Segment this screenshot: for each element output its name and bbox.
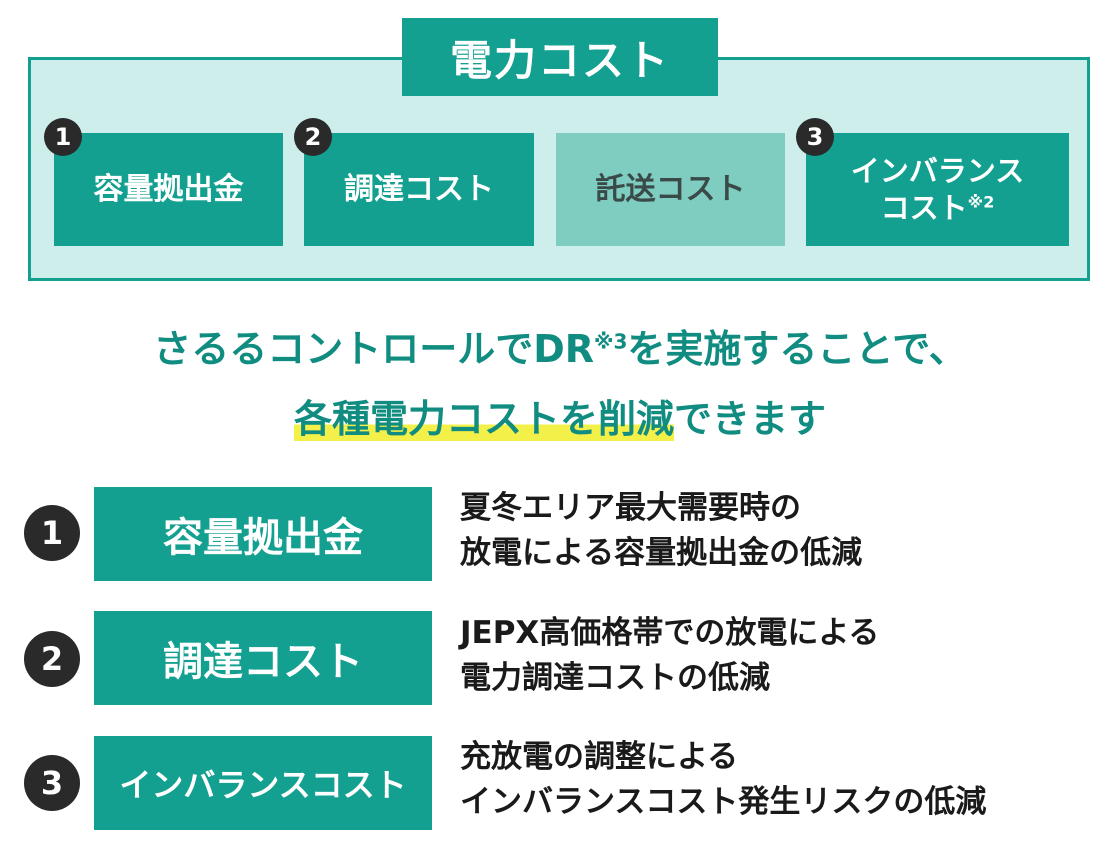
- procurement-cost-label: 調達コスト: [344, 171, 494, 207]
- detail-capacity-contribution-label: 容量拠出金: [163, 515, 363, 561]
- detail-3-desc-line-1: 充放電の調整による: [460, 739, 739, 775]
- power-cost-title: 電力コスト: [402, 18, 718, 96]
- message-line-1: さるるコントロールでDR※3を実施することで、: [0, 318, 1120, 373]
- number-2-badge: 2: [294, 118, 332, 156]
- detail-capacity-contribution-desc: 夏冬エリア最大需要時の 放電による容量拠出金の低減: [460, 486, 1100, 576]
- detail-capacity-contribution-box: 容量拠出金: [94, 487, 432, 581]
- detail-1-desc-line-1: 夏冬エリア最大需要時の: [460, 490, 801, 526]
- detail-2-desc-line-1: JEPX高価格帯での放電による: [460, 615, 880, 651]
- capacity-contribution-label: 容量拠出金: [93, 171, 244, 207]
- detail-imbalance-cost-desc: 充放電の調整による インバランスコスト発生リスクの低減: [460, 735, 1100, 825]
- detail-2-desc-line-2: 電力調達コストの低減: [460, 659, 770, 696]
- detail-procurement-cost-label: 調達コスト: [163, 639, 363, 685]
- detail-1-desc-line-2: 放電による容量拠出金の低減: [460, 534, 863, 571]
- imbalance-cost-label-line2: コスト: [880, 190, 968, 225]
- imbalance-cost-label-line1: インバランス: [850, 154, 1025, 189]
- detail-number-3-badge: 3: [24, 755, 80, 811]
- detail-imbalance-cost-label: インバランスコスト: [119, 766, 407, 804]
- number-3-badge: 3: [796, 118, 834, 156]
- procurement-cost-box: 調達コスト: [304, 133, 534, 246]
- detail-procurement-cost-desc: JEPX高価格帯での放電による 電力調達コストの低減: [460, 611, 1100, 701]
- number-1-badge: 1: [44, 118, 82, 156]
- capacity-contribution-box: 容量拠出金: [54, 133, 283, 246]
- detail-imbalance-cost-box: インバランスコスト: [94, 736, 432, 830]
- imbalance-cost-box: インバランス コスト※2: [806, 133, 1069, 246]
- transmission-cost-box: 託送コスト: [556, 133, 785, 246]
- message-line-1-part-1: さるるコントロールでDR: [153, 327, 595, 371]
- message-highlight: 各種電力コストを削減: [293, 397, 674, 441]
- message-line-2: 各種電力コストを削減できます: [0, 388, 1120, 443]
- message-line-1-part-2: を実施することで、: [627, 327, 967, 371]
- detail-number-1-badge: 1: [24, 505, 80, 561]
- detail-3-desc-line-2: インバランスコスト発生リスクの低減: [460, 783, 987, 820]
- message-note-marker: ※3: [594, 329, 628, 354]
- transmission-cost-label: 託送コスト: [595, 171, 746, 207]
- message-line-2-rest: できます: [674, 397, 827, 441]
- imbalance-note-marker: ※2: [967, 191, 995, 211]
- detail-number-2-badge: 2: [24, 631, 80, 687]
- detail-procurement-cost-box: 調達コスト: [94, 611, 432, 705]
